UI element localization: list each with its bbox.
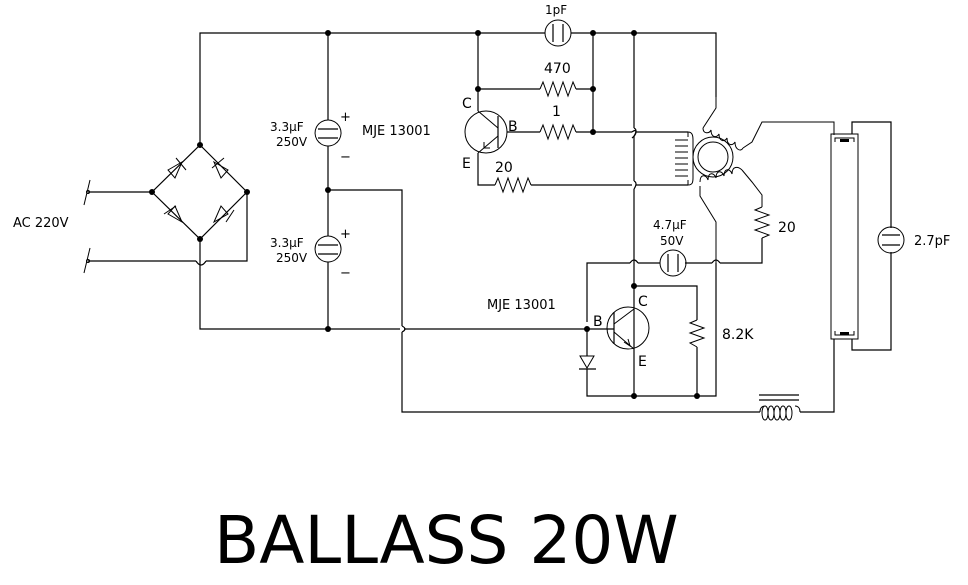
plus-sign: + <box>340 227 351 242</box>
diode-icon <box>211 157 229 179</box>
electrolytic-capacitor-icon <box>314 235 342 263</box>
cap-value-label: 3.3µF <box>270 236 304 250</box>
resistor-value-label: 20 <box>495 160 513 176</box>
base-label: B <box>593 314 603 330</box>
transistor-bottom: C B E MJE 13001 <box>487 294 650 370</box>
electrolytic-capacitor-icon <box>314 119 342 147</box>
cap-value-label: 4.7µF <box>653 218 687 232</box>
resistor-value-label: 1 <box>552 104 561 120</box>
inductor-icon <box>759 394 801 421</box>
npn-transistor-icon <box>606 306 650 350</box>
npn-transistor-icon <box>464 110 508 154</box>
resistor-8k2: 8.2K <box>688 319 754 348</box>
part-number-label: MJE 13001 <box>362 124 431 139</box>
ac-input-label: AC 220V <box>13 216 69 231</box>
resistor-470: 470 <box>539 61 577 98</box>
minus-sign: − <box>340 266 351 281</box>
bridge-rectifier-icon <box>149 32 328 330</box>
diode-icon <box>212 205 235 224</box>
diode-icon <box>163 205 184 224</box>
cap-value-label: 2.7pF <box>914 234 950 249</box>
resistor-value-label: 20 <box>778 220 796 236</box>
resistor-20-winding: 20 <box>753 206 796 239</box>
bulk-capacitor-top: 3.3µF 250V + − <box>270 33 351 190</box>
diagram-title: BALLASS 20W <box>214 502 679 579</box>
plus-sign: + <box>340 110 351 125</box>
resistor-20-emitter: 20 <box>494 160 532 194</box>
inductor-icon <box>702 97 835 151</box>
toroid-transformer-icon <box>675 97 835 263</box>
inductor-icon <box>699 166 763 263</box>
bulk-capacitor-bottom: 3.3µF 250V + − <box>270 190 351 329</box>
series-inductor <box>759 394 801 421</box>
cap-voltage-label: 250V <box>276 251 308 265</box>
cap-voltage-label: 50V <box>660 234 684 248</box>
resistor-value-label: 8.2K <box>722 327 754 343</box>
fluorescent-tube-icon <box>830 133 859 340</box>
resistor-icon <box>539 123 577 141</box>
collector-label: C <box>638 294 648 310</box>
diode-icon <box>167 157 187 179</box>
transistor-top: C B E MJE 13001 <box>362 89 518 172</box>
resistor-icon <box>753 206 771 239</box>
diode-icon <box>579 355 596 370</box>
cap-value-label: 1pF <box>545 3 567 17</box>
resistor-icon <box>688 319 706 348</box>
minus-sign: − <box>340 150 351 165</box>
inductor-icon <box>675 131 694 186</box>
capacitor-4-7uf: 4.7µF 50V <box>653 218 687 277</box>
capacitor-icon <box>544 19 572 47</box>
base-label: B <box>508 119 518 135</box>
capacitor-icon <box>659 249 687 277</box>
capacitor-2-7pf: 2.7pF <box>877 226 950 254</box>
part-number-label: MJE 13001 <box>487 298 556 313</box>
emitter-label: E <box>638 354 647 370</box>
cap-value-label: 3.3µF <box>270 120 304 134</box>
ac-input: AC 220V <box>13 179 196 274</box>
resistor-icon <box>539 80 577 98</box>
cap-voltage-label: 250V <box>276 135 308 149</box>
resistor-value-label: 470 <box>544 61 571 77</box>
capacitor-icon <box>877 226 905 254</box>
resistor-1: 1 <box>539 104 577 141</box>
emitter-label: E <box>462 156 471 172</box>
resistor-icon <box>494 176 532 194</box>
collector-label: C <box>462 96 472 112</box>
capacitor-1pf: 1pF <box>544 3 572 47</box>
